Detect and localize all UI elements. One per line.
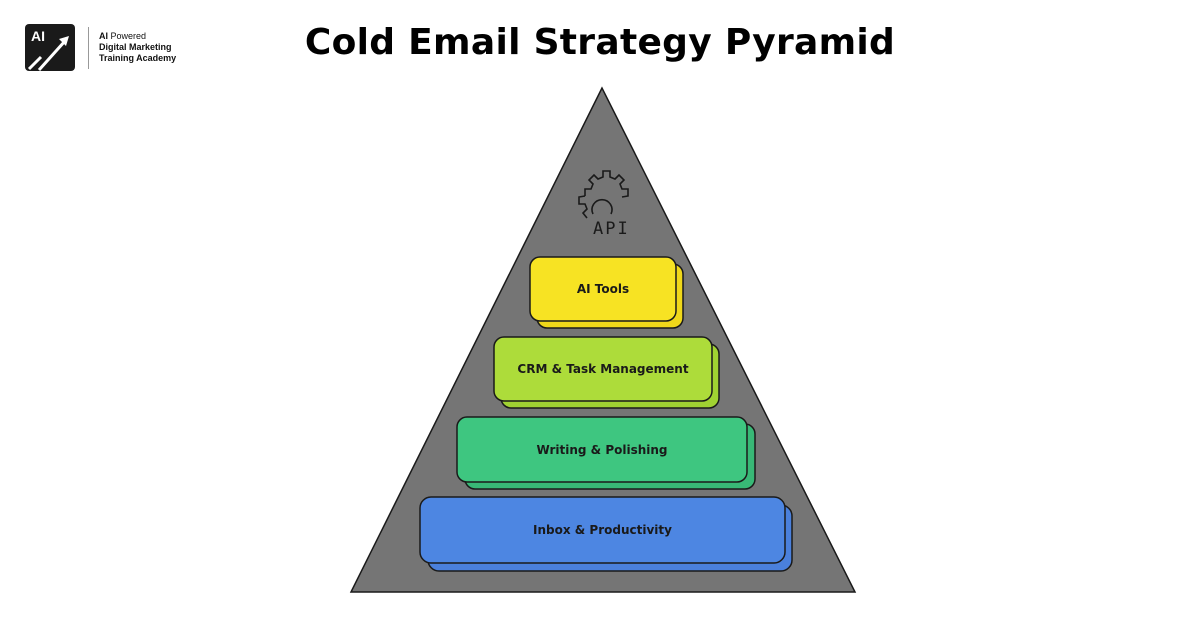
logo-line1-rest: Powered <box>108 31 147 41</box>
layer-ai-tools: AI Tools <box>576 282 630 296</box>
layer-writing-polishing: Writing & Polishing <box>536 443 668 457</box>
brand-logo: AI AI Powered Digital Marketing Training… <box>25 24 176 71</box>
layer-inbox-productivity: Inbox & Productivity <box>533 523 672 537</box>
api-label: API <box>593 219 630 239</box>
logo-line2: Digital Marketing <box>99 42 172 52</box>
logo-text: AI Powered Digital Marketing Training Ac… <box>99 31 176 64</box>
api-gear-icon <box>578 170 629 219</box>
logo-mark-text: AI <box>31 28 45 44</box>
layer-crm-task-management: CRM & Task Management <box>517 362 689 376</box>
logo-mark-icon: AI <box>25 24 75 71</box>
logo-line1-bold: AI <box>99 31 108 41</box>
logo-divider <box>88 26 89 69</box>
page-title: Cold Email Strategy Pyramid <box>304 22 896 63</box>
logo-line3: Training Academy <box>99 53 177 63</box>
